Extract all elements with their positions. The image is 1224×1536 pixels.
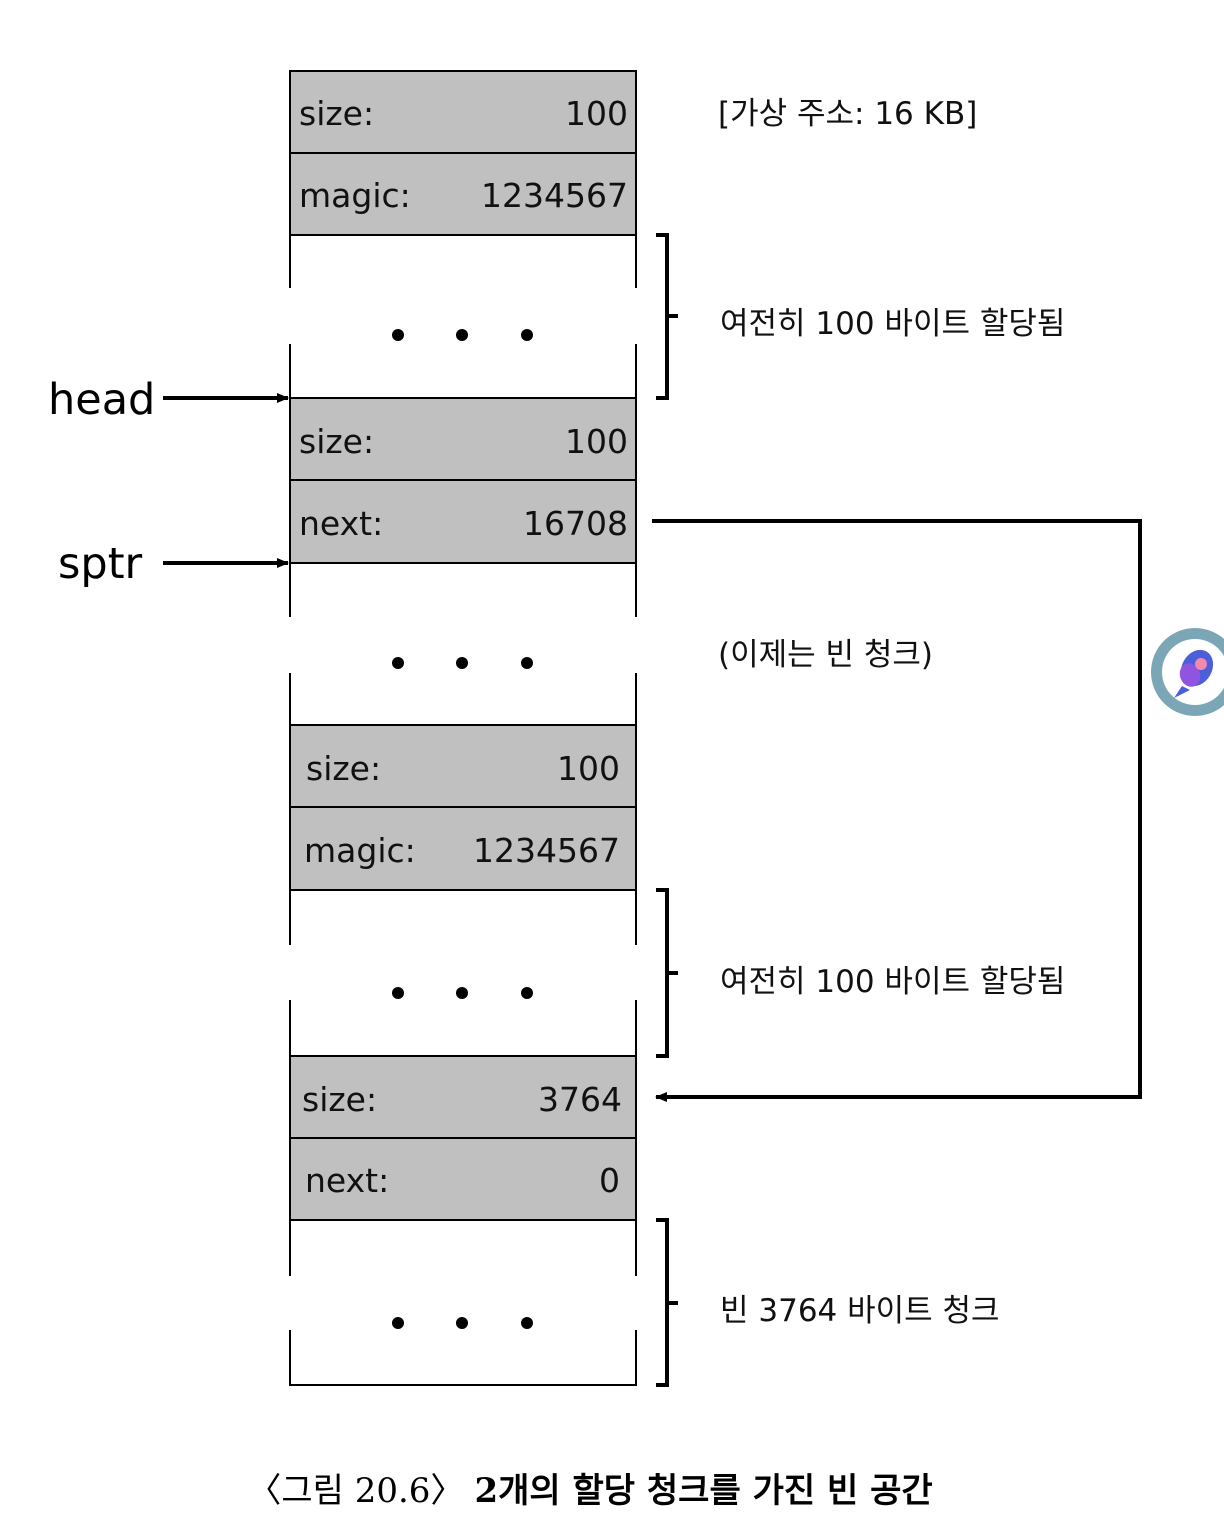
- cell-value: 0: [599, 1161, 620, 1200]
- ellipsis-dot: [521, 657, 533, 669]
- chunk-free-1: size: 100 next: 16708: [289, 397, 637, 725]
- cell-value: 16708: [523, 504, 628, 543]
- ellipsis-dot: [456, 657, 468, 669]
- chunk-allocated-2: size: 100 magic: 1234567: [289, 724, 637, 1056]
- cell-key: size:: [306, 749, 381, 788]
- ellipsis-dot: [456, 329, 468, 341]
- pointer-label-head: head: [48, 375, 155, 425]
- ellipsis-dot: [392, 1317, 404, 1329]
- cell-key: magic:: [304, 831, 416, 870]
- ellipsis-dot: [521, 1317, 533, 1329]
- annotation-allocated-2: 여전히 100 바이트 할당됨: [720, 964, 1065, 1000]
- ellipsis-dot: [392, 329, 404, 341]
- cell-key: size:: [299, 422, 374, 461]
- cell-value: 1234567: [473, 831, 620, 870]
- chunk-allocated-1: size: 100 magic: 1234567: [289, 70, 637, 398]
- cell-value: 1234567: [481, 176, 628, 215]
- header-cell-magic-2: magic: 1234567: [289, 806, 637, 891]
- next-link-arrow: [652, 519, 1142, 1102]
- assistant-bubble-icon[interactable]: [1150, 628, 1224, 716]
- brace-allocated-1: [656, 233, 678, 400]
- header-cell-size-3: size: 100: [289, 724, 637, 808]
- header-cell-next-1: next: 16708: [289, 479, 637, 564]
- cell-value: 3764: [538, 1080, 622, 1119]
- ellipsis-dot: [521, 987, 533, 999]
- ellipsis-dot: [456, 987, 468, 999]
- annotation-free-chunk: 빈 3764 바이트 청크: [720, 1293, 1000, 1329]
- data-region-1: [289, 235, 637, 398]
- header-cell-size-2: size: 100: [289, 397, 637, 481]
- header-cell-next-2: next: 0: [289, 1137, 637, 1221]
- ellipsis-dot: [521, 329, 533, 341]
- ellipsis-dot: [392, 987, 404, 999]
- figure-caption: 〈그림 20.6〉2개의 할당 청크를 가진 빈 공간: [247, 1471, 932, 1511]
- cell-key: size:: [299, 94, 374, 133]
- caption-prefix: 〈그림 20.6〉: [247, 1471, 464, 1511]
- data-region-2: [289, 563, 637, 725]
- cell-key: next:: [305, 1161, 389, 1200]
- cell-key: magic:: [299, 176, 411, 215]
- annotation-allocated-1: 여전히 100 바이트 할당됨: [720, 306, 1065, 342]
- annotation-now-free: (이제는 빈 청크): [718, 637, 933, 673]
- brace-free-chunk: [656, 1218, 678, 1387]
- data-region-3: [289, 890, 637, 1056]
- pointer-label-sptr: sptr: [58, 539, 143, 589]
- cell-key: next:: [299, 504, 383, 543]
- header-cell-size-1: size: 100: [289, 70, 637, 154]
- cell-key: size:: [302, 1080, 377, 1119]
- ellipsis-dot: [456, 1317, 468, 1329]
- chunk-free-2: size: 3764 next: 0: [289, 1055, 637, 1386]
- address-space-label: [가상 주소: 16 KB]: [718, 96, 977, 132]
- caption-title: 2개의 할당 청크를 가진 빈 공간: [474, 1471, 932, 1511]
- brace-allocated-2: [656, 888, 678, 1058]
- header-cell-size-4: size: 3764: [289, 1055, 637, 1139]
- cell-value: 100: [565, 94, 628, 133]
- header-cell-magic-1: magic: 1234567: [289, 152, 637, 236]
- cell-value: 100: [565, 422, 628, 461]
- ellipsis-dot: [392, 657, 404, 669]
- cell-value: 100: [557, 749, 620, 788]
- data-region-4: [289, 1220, 637, 1386]
